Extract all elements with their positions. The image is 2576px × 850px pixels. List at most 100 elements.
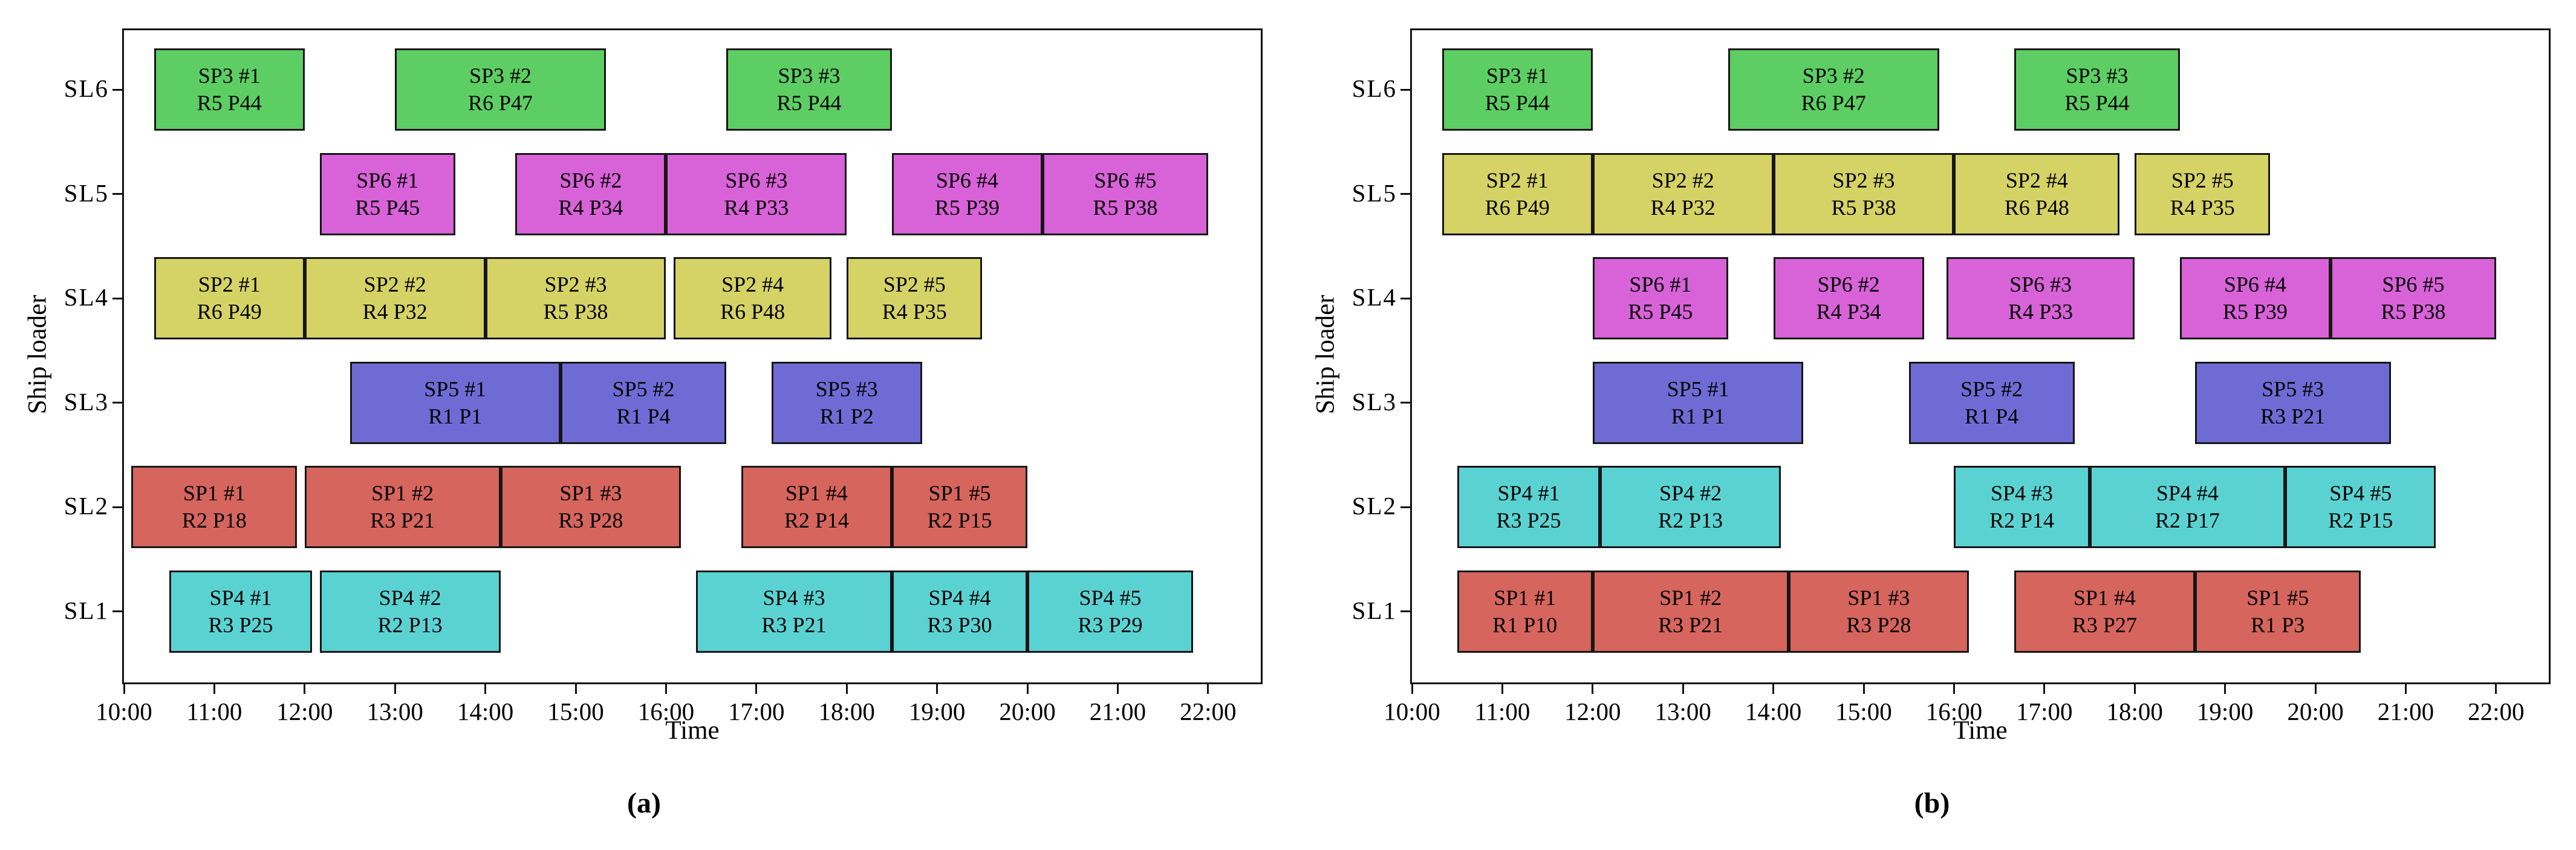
- bar-label: SP4 #5: [1079, 585, 1142, 610]
- bar-label: SP6 #5: [1094, 168, 1157, 192]
- bar-label: SP5 #3: [2262, 376, 2324, 401]
- bar-sublabel: R3 P30: [927, 612, 992, 637]
- bar-label: SP4 #4: [928, 585, 991, 610]
- x-tick: [484, 684, 487, 694]
- x-tick: [394, 684, 396, 694]
- bar-label: SP3 #2: [469, 64, 532, 88]
- gantt-bar: SP2 #1 R6 P49: [1442, 152, 1593, 235]
- bar-label: SP6 #2: [559, 168, 622, 192]
- bar-sublabel: R2 P13: [377, 612, 443, 637]
- y-tick: [112, 610, 122, 613]
- bar-label: SP1 #3: [1847, 585, 1910, 610]
- bar-label: SP3 #3: [2066, 64, 2129, 88]
- x-tick-label: 16:00: [637, 698, 695, 725]
- bar-sublabel: R3 P21: [370, 508, 435, 533]
- bar-label: SP2 #4: [2005, 168, 2068, 192]
- x-tick-label: 15:00: [547, 698, 604, 725]
- bar-label: SP2 #5: [883, 272, 946, 297]
- bar-label: SP6 #4: [935, 168, 998, 192]
- bar-label: SP1 #4: [785, 481, 848, 506]
- x-tick-label: 16:00: [1925, 698, 1983, 725]
- x-tick: [665, 684, 667, 694]
- bar-sublabel: R6 P48: [2004, 195, 2069, 220]
- y-tick: [1400, 506, 1410, 508]
- x-tick-label: 12:00: [1564, 698, 1621, 725]
- bar-label: SP4 #2: [1659, 481, 1722, 506]
- bar-sublabel: R5 P44: [776, 91, 842, 116]
- bar-sublabel: R4 P33: [2008, 299, 2073, 324]
- bar-label: SP2 #1: [1486, 168, 1549, 192]
- bar-label: SP3 #1: [198, 64, 261, 88]
- x-axis-title: Time: [1953, 716, 2008, 745]
- bar-label: SP4 #3: [1990, 481, 2053, 506]
- x-tick: [845, 684, 848, 694]
- bar-sublabel: R5 P38: [2381, 299, 2446, 324]
- y-tick: [1400, 297, 1410, 299]
- bar-label: SP4 #1: [1497, 481, 1560, 506]
- bar-label: SP2 #4: [721, 272, 784, 297]
- bar-sublabel: R4 P34: [1816, 299, 1881, 324]
- x-tick-label: 10:00: [1384, 698, 1440, 725]
- bar-label: SP5 #2: [1960, 376, 2023, 401]
- bar-sublabel: R3 P25: [1496, 508, 1561, 533]
- x-tick: [2133, 684, 2136, 694]
- x-tick-label: 19:00: [2196, 698, 2254, 725]
- bar-label: SP4 #4: [2156, 481, 2219, 506]
- bar-sublabel: R5 P38: [543, 299, 608, 324]
- x-tick-label: 22:00: [1180, 698, 1237, 725]
- bar-sublabel: R3 P28: [1846, 612, 1911, 637]
- y-tick-label: SL2: [1351, 492, 1397, 520]
- bar-label: SP1 #5: [928, 481, 991, 506]
- bar-label: SP4 #1: [209, 585, 272, 610]
- x-tick: [2404, 684, 2407, 694]
- x-tick-label: 13:00: [1654, 698, 1711, 725]
- bar-sublabel: R4 P35: [2170, 195, 2235, 220]
- y-tick-label: SL4: [1351, 283, 1397, 312]
- x-tick-label: 20:00: [999, 698, 1056, 725]
- bar-sublabel: R4 P32: [362, 299, 428, 324]
- bar-label: SP2 #1: [198, 272, 261, 297]
- bar-label: SP4 #3: [763, 585, 825, 610]
- bar-sublabel: R5 P45: [355, 195, 420, 220]
- bar-sublabel: R1 P4: [616, 404, 671, 428]
- gantt-bar: SP6 #5 R5 P38: [1042, 152, 1208, 235]
- x-tick: [1116, 684, 1119, 694]
- bar-label: SP6 #3: [725, 168, 788, 192]
- bar-label: SP4 #2: [379, 585, 441, 610]
- bar-label: SP1 #2: [1659, 585, 1722, 610]
- bar-label: SP5 #3: [815, 376, 878, 401]
- bar-sublabel: R5 P38: [1093, 195, 1158, 220]
- x-axis-title: Time: [665, 716, 720, 745]
- bar-sublabel: R6 P49: [1485, 195, 1550, 220]
- bar-sublabel: R2 P14: [784, 508, 849, 533]
- y-tick-label: SL5: [1351, 178, 1397, 207]
- bar-sublabel: R6 P49: [197, 299, 262, 324]
- bar-sublabel: R6 P47: [1801, 91, 1866, 116]
- y-tick-label: SL3: [1351, 387, 1397, 416]
- gantt-bar: SP3 #2 R6 P47: [1728, 48, 1939, 131]
- bar-sublabel: R3 P29: [1078, 612, 1143, 637]
- bar-label: SP3 #2: [1802, 64, 1865, 88]
- bar-label: SP6 #1: [356, 168, 419, 192]
- bar-sublabel: R1 P3: [2251, 612, 2305, 637]
- bar-sublabel: R3 P25: [208, 612, 273, 637]
- y-tick-label: SL4: [63, 283, 109, 312]
- y-tick: [112, 506, 122, 508]
- x-tick-label: 10:00: [96, 698, 152, 725]
